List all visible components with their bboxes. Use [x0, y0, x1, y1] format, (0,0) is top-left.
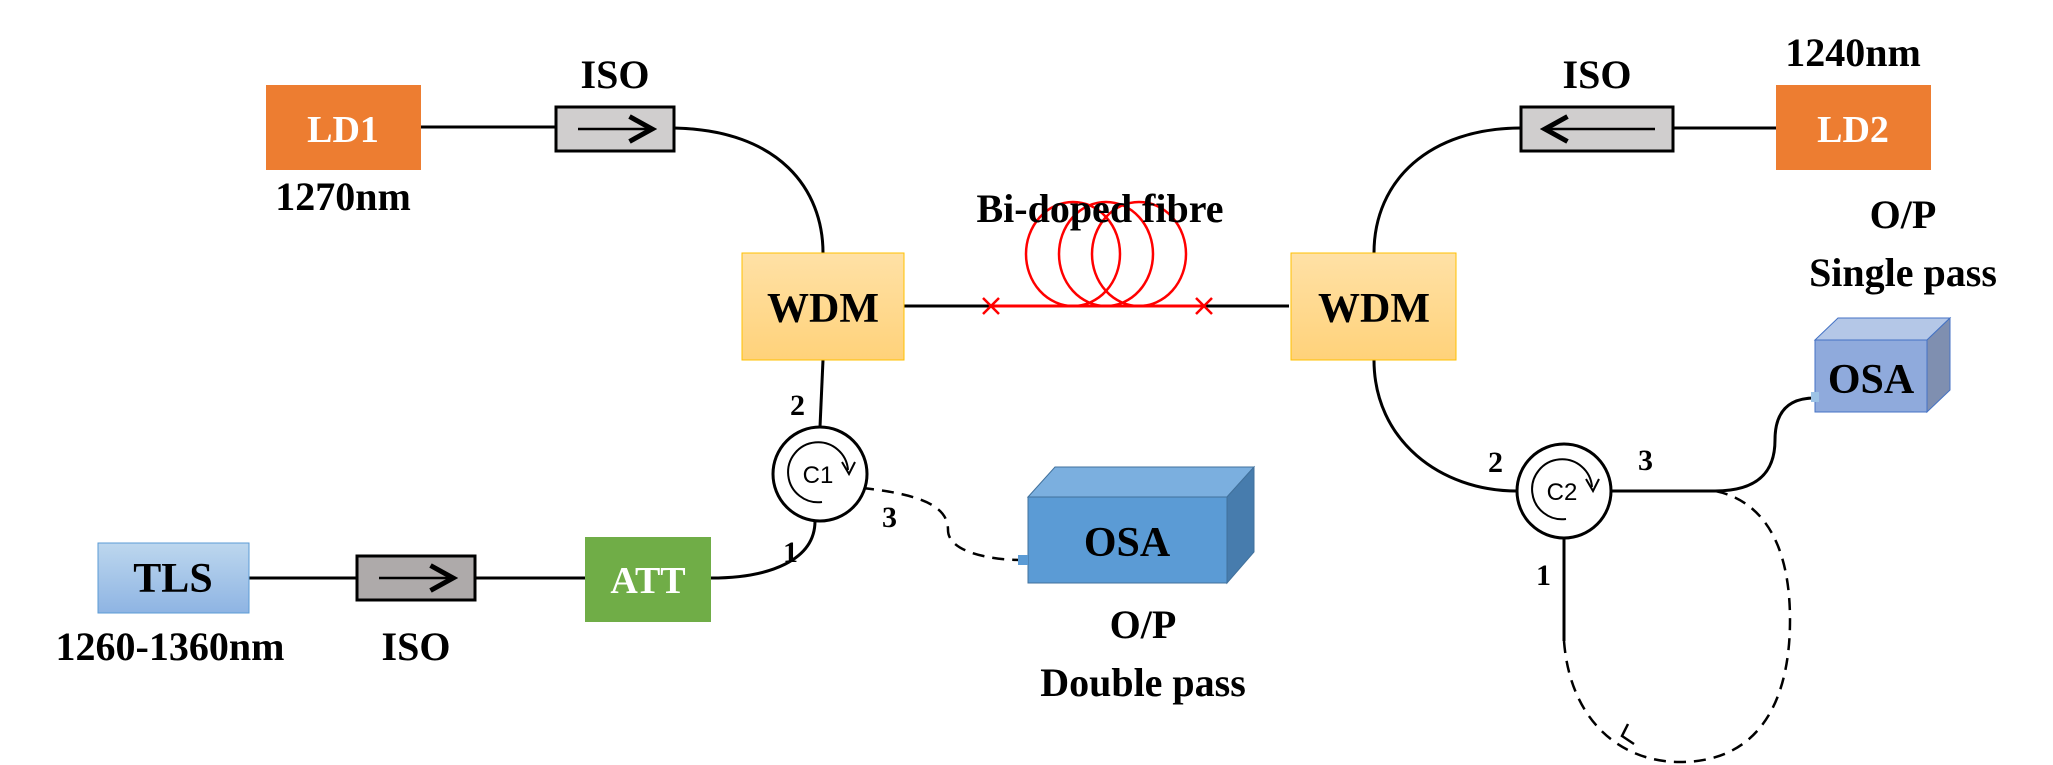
tls-range: 1260-1360nm — [56, 624, 285, 669]
ld1-wavelength: 1270nm — [275, 174, 411, 219]
wdm-label: WDM — [767, 286, 879, 332]
attenuator: ATT — [585, 537, 711, 622]
iso-label: ISO — [1563, 52, 1632, 97]
osa-label: OSA — [1828, 357, 1915, 403]
isolator-top-left: ISO — [554, 52, 676, 153]
port-2: 2 — [790, 389, 805, 422]
ld2-label: LD2 — [1817, 109, 1889, 151]
wdm-left: WDM — [741, 252, 905, 361]
tls-label: TLS — [133, 556, 212, 602]
port-3: 3 — [1638, 444, 1653, 477]
circulation-arrow-icon — [787, 441, 849, 504]
osa-double-caption-1: O/P — [1110, 602, 1177, 647]
isolator-bottom: ISO — [355, 554, 477, 669]
iso-label: ISO — [581, 52, 650, 97]
circulator-c2: C2 1 2 3 — [1488, 442, 1653, 592]
wdm-right: WDM — [1290, 252, 1457, 361]
circulation-arrow-icon — [1531, 458, 1593, 521]
osa-single-caption-2: Single pass — [1809, 250, 1997, 295]
iso-label: ISO — [382, 624, 451, 669]
port-3: 3 — [882, 501, 897, 534]
ld1-laser: LD1 1270nm — [266, 85, 421, 219]
loop-arrow-icon — [1620, 723, 1635, 746]
splice-mark-icon — [982, 297, 1000, 315]
splice-mark-icon — [1195, 297, 1213, 315]
bi-doped-fibre: Bi-doped fibre — [976, 186, 1224, 315]
circulator-c1: C1 1 2 3 — [771, 389, 897, 569]
osa-double-caption-2: Double pass — [1040, 660, 1246, 705]
osa-double-pass: OSA O/P Double pass — [1018, 465, 1256, 705]
c2-label: C2 — [1547, 479, 1578, 506]
ld2-wavelength: 1240nm — [1785, 30, 1921, 75]
tunable-laser-source: TLS 1260-1360nm — [56, 542, 285, 669]
ld2-laser: LD2 1240nm — [1776, 30, 1931, 170]
fibre-label: Bi-doped fibre — [976, 186, 1223, 231]
att-label: ATT — [610, 560, 685, 602]
ld1-label: LD1 — [307, 109, 379, 151]
isolator-top-right: ISO — [1519, 52, 1675, 153]
osa-label: OSA — [1084, 520, 1171, 566]
c1-label: C1 — [803, 462, 834, 489]
fibre-connections — [249, 125, 1816, 764]
wdm-label: WDM — [1318, 286, 1430, 332]
port-1: 1 — [1536, 559, 1551, 592]
osa-single-pass: OSA O/P Single pass — [1809, 192, 1997, 414]
port-2: 2 — [1488, 446, 1503, 479]
port-1: 1 — [783, 536, 798, 569]
osa-single-caption-1: O/P — [1870, 192, 1937, 237]
